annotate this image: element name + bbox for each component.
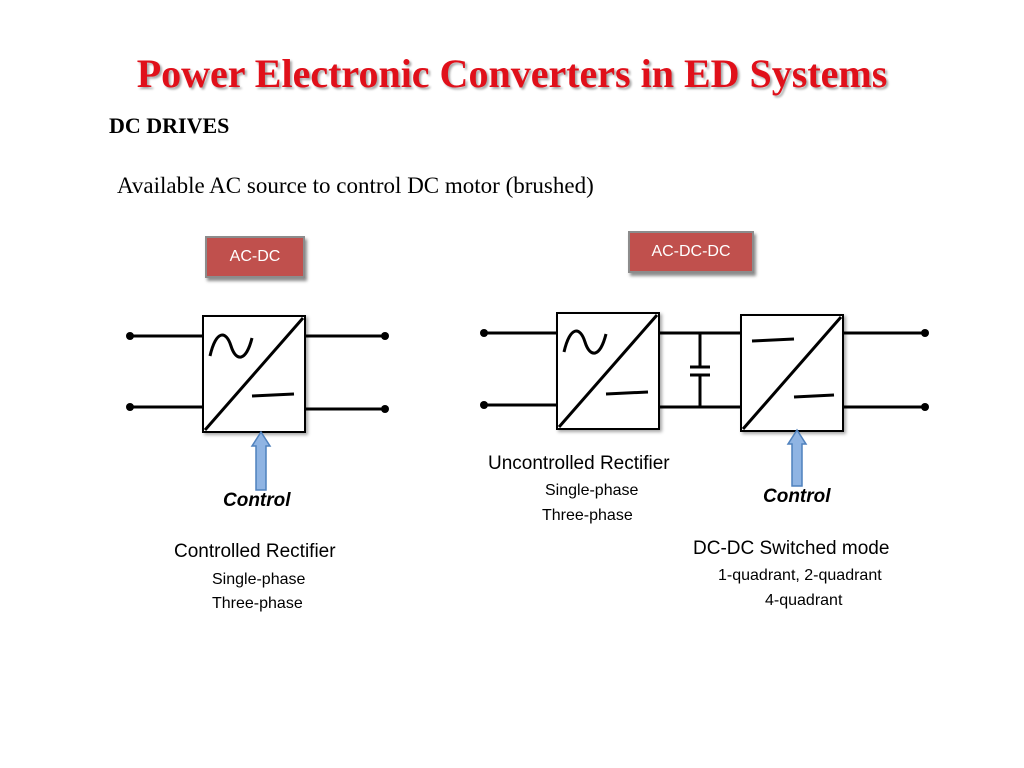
left-input-terminal-bottom	[126, 403, 134, 411]
right-option-single-phase: Single-phase	[545, 482, 639, 499]
dc-input-line-icon	[751, 337, 795, 343]
left-option-single-phase: Single-phase	[212, 571, 306, 588]
left-control-arrow	[250, 430, 272, 491]
dc-dc-switched-mode-label: DC-DC Switched mode	[693, 538, 890, 559]
dc-dc-converter-box	[740, 314, 844, 432]
right-input-terminal-top	[480, 329, 488, 337]
dc-output-line-icon	[793, 393, 835, 399]
controlled-rectifier-label: Controlled Rectifier	[174, 541, 336, 562]
dc-line-icon	[605, 390, 649, 396]
right-control-label: Control	[763, 486, 831, 507]
left-output-terminal-top	[381, 332, 389, 340]
lead-text: Available AC source to control DC motor …	[117, 173, 594, 198]
ac-dc-dc-diagram	[480, 312, 929, 487]
uncontrolled-rectifier-box	[556, 312, 660, 430]
left-output-terminal-bottom	[381, 405, 389, 413]
right-output-terminal-top	[921, 329, 929, 337]
dc-line-icon	[251, 392, 295, 398]
ac-dc-converter-box	[202, 315, 306, 433]
dc-link-capacitor	[690, 333, 710, 407]
ac-dc-dc-tag: AC-DC-DC	[628, 231, 754, 273]
controlled-rectifier-diagram	[126, 315, 389, 491]
dc-dc-option-4-quadrant: 4-quadrant	[765, 592, 843, 609]
right-input-terminal-bottom	[480, 401, 488, 409]
uncontrolled-rectifier-label: Uncontrolled Rectifier	[488, 453, 670, 474]
ac-dc-tag: AC-DC	[205, 236, 305, 278]
slide-title: Power Electronic Converters in ED System…	[136, 51, 888, 96]
right-output-terminal-bottom	[921, 403, 929, 411]
left-option-three-phase: Three-phase	[212, 595, 303, 612]
right-option-three-phase: Three-phase	[542, 507, 633, 524]
left-input-terminal-top	[126, 332, 134, 340]
left-control-label: Control	[223, 490, 291, 511]
section-subtitle: DC DRIVES	[109, 113, 230, 138]
ac-sine-icon	[208, 333, 254, 359]
right-control-arrow	[786, 428, 808, 487]
ac-sine-icon	[562, 329, 608, 355]
dc-dc-option-quadrants: 1-quadrant, 2-quadrant	[718, 567, 882, 584]
